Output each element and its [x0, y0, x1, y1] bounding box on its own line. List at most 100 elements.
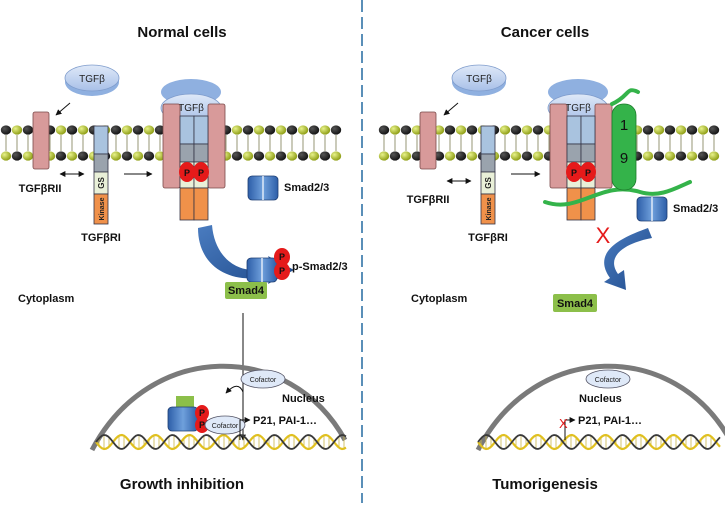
inhibitor-protein	[611, 103, 637, 191]
lipid-head	[675, 151, 687, 161]
blocked-phosphorylation-arrow	[604, 228, 652, 290]
cofactor-free-left-label: Cofactor	[250, 377, 277, 384]
complex-ri-b-ext-right	[580, 115, 596, 145]
lipid-head	[642, 151, 654, 161]
tgfbri-transmembrane	[93, 153, 109, 173]
inhibitor-c-terminus	[543, 180, 692, 207]
lipid-head	[11, 125, 23, 135]
lipid-head	[389, 125, 401, 135]
phospho-p-1-label-right: P	[571, 168, 577, 178]
free-tgfb-ligand	[64, 64, 120, 92]
nucleus-label-right: Nucleus	[579, 393, 622, 405]
lipid-head	[66, 151, 78, 161]
free-tgfb-label-right: TGFβ	[466, 74, 492, 85]
tgfbri-transmembrane-right	[480, 153, 496, 173]
lipid-head	[286, 125, 298, 135]
cofactor-bound-left	[204, 415, 246, 435]
lipid-head	[499, 125, 511, 135]
complex-ri-a-ext-right	[566, 115, 582, 145]
lipid-head	[22, 151, 34, 161]
transcription-block-mark: X	[559, 416, 568, 431]
lipid-head	[66, 125, 78, 135]
lipid-head	[297, 151, 309, 161]
transcription-start-arrow	[239, 417, 251, 440]
smad4-protein	[225, 282, 267, 299]
complex-ri-a-tm-right	[566, 143, 582, 163]
tgfbrii-label: TGFβRII	[19, 183, 62, 195]
transcription-start-arrow-right	[564, 417, 576, 440]
lipid-head	[466, 151, 478, 161]
block-mark: X	[596, 223, 611, 248]
right-outcome: Tumorigenesis	[492, 476, 598, 493]
dna-strand	[477, 433, 721, 451]
left-panel-title: Normal cells	[137, 24, 226, 41]
tgfbrii-label-right: TGFβRII	[407, 194, 450, 206]
lipid-head	[0, 151, 12, 161]
lipid-head	[499, 151, 511, 161]
inhibitor-n-terminus	[610, 88, 640, 106]
lipid-head	[378, 125, 390, 135]
cofactor-bound-left-label: Cofactor	[212, 423, 239, 430]
complex-rii-right-right	[594, 103, 613, 189]
lipid-head	[532, 151, 544, 161]
cofactor-free-left	[240, 369, 286, 389]
phospho-p-2-label-right: P	[585, 168, 591, 178]
lipid-head	[521, 151, 533, 161]
lipid-head	[510, 151, 522, 161]
target-genes-right: P21, PAI-1…	[578, 415, 642, 427]
dna-psmad-p-1-label: P	[199, 408, 205, 418]
lipid-head	[11, 151, 23, 161]
psmad-p-2-label: P	[279, 266, 285, 276]
lipid-head	[411, 125, 423, 135]
lipid-head	[308, 125, 320, 135]
lipid-head	[110, 151, 122, 161]
phospho-p-2-right	[580, 162, 596, 182]
tgfbri-label-right: TGFβRI	[468, 232, 508, 244]
lipid-head	[686, 125, 698, 135]
lipid-head	[653, 125, 665, 135]
dna-psmad-p-1	[195, 405, 209, 421]
phospho-p-1	[179, 162, 195, 182]
cofactor-free-right-label: Cofactor	[595, 377, 622, 384]
bound-tgfb-label-right: TGFβ	[565, 103, 591, 114]
nucleus-label-left: Nucleus	[282, 393, 325, 405]
lipid-head	[532, 125, 544, 135]
inhibitor-label-bottom: 9	[620, 150, 628, 167]
lipid-head	[319, 125, 331, 135]
kinase-domain-right	[480, 193, 496, 225]
tgfbri-extracellular-right	[480, 125, 496, 155]
complex-ri-left-tm	[179, 143, 195, 163]
lipid-head	[264, 151, 276, 161]
tgfbri-label: TGFβRI	[81, 232, 121, 244]
lipid-head	[77, 125, 89, 135]
lipid-head	[653, 151, 665, 161]
lipid-head	[378, 151, 390, 161]
smad23-label: Smad2/3	[284, 182, 329, 194]
lipid-head	[686, 151, 698, 161]
lipid-head	[455, 151, 467, 161]
inhibitor-label-top: 1	[620, 117, 628, 134]
lipid-head	[444, 125, 456, 135]
cytoplasm-label-right: Cytoplasm	[411, 293, 467, 305]
dna-strand	[95, 434, 347, 450]
dna-psmad-p-2-label: P	[199, 420, 205, 430]
phospho-p-2-label: P	[198, 168, 204, 178]
lipid-head	[455, 125, 467, 135]
smad4-label-right: Smad4	[557, 298, 594, 310]
smad4-label: Smad4	[228, 285, 265, 297]
complex-rii-right	[207, 103, 226, 189]
lipid-head	[121, 151, 133, 161]
ligand-approach-arrow-right	[443, 102, 459, 116]
lipid-head	[708, 151, 720, 161]
target-genes-left: P21, PAI-1…	[253, 415, 317, 427]
lipid-head	[253, 151, 265, 161]
lipid-head	[389, 151, 401, 161]
kinase-label-right: Kinase	[486, 197, 493, 220]
lipid-head	[143, 125, 155, 135]
free-tgfb-label: TGFβ	[79, 74, 105, 85]
complex-ri-left-kinase	[179, 187, 195, 221]
complex-ri-right-kinase	[193, 187, 209, 221]
tgfbri-extracellular	[93, 125, 109, 155]
lipid-head	[521, 125, 533, 135]
lipid-head	[466, 125, 478, 135]
